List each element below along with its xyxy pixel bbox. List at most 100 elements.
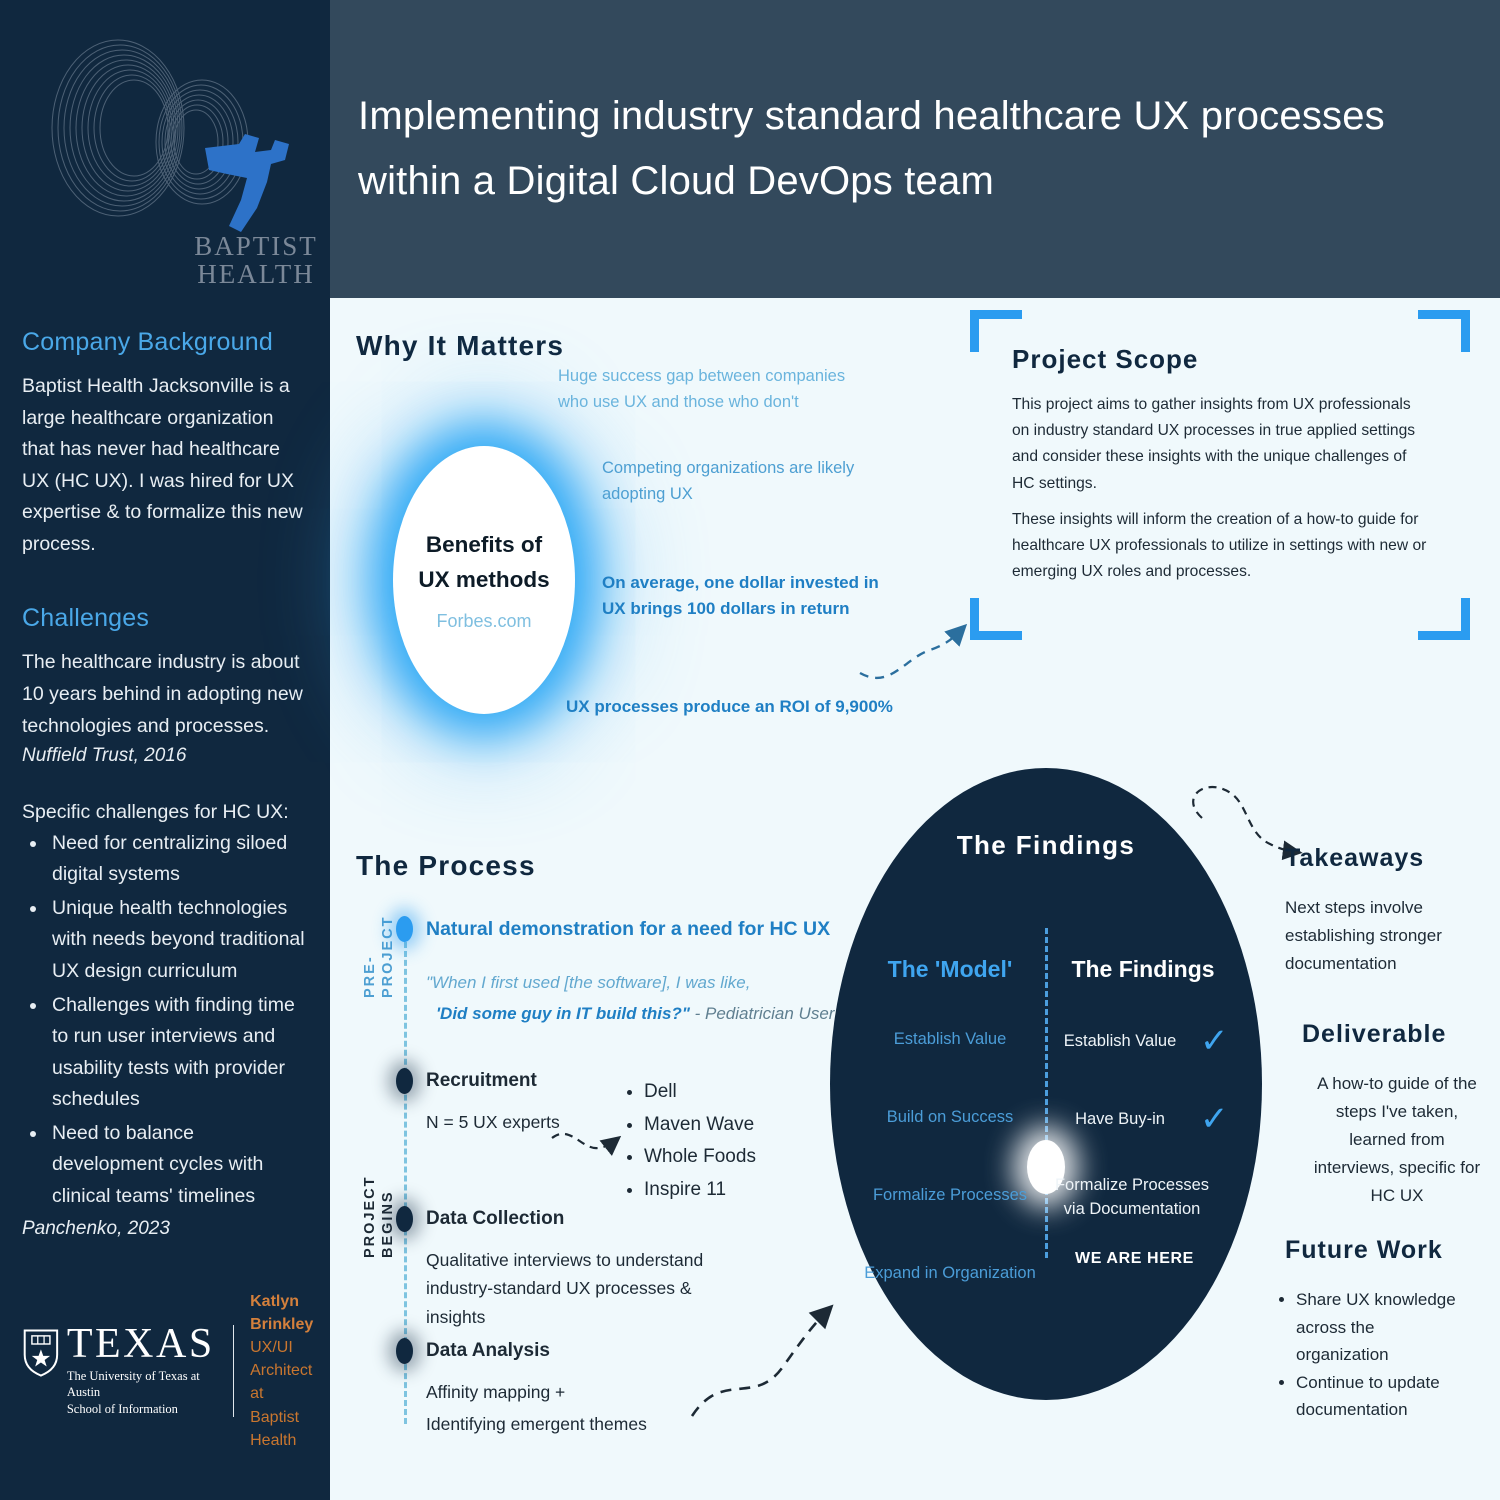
list-item: Dell — [644, 1076, 756, 1109]
finding-item-1: Establish Value — [1063, 1032, 1177, 1050]
ut-shield-icon — [23, 1329, 59, 1377]
poster-header: Implementing industry standard healthcar… — [330, 0, 1500, 298]
ut-sub-line1: The University of Texas at Austin — [66, 1368, 200, 1400]
corner-bracket-top-left — [970, 310, 1022, 352]
findings-glow-marker — [1027, 1140, 1065, 1194]
phase-label-project-begins-b: BEGINS — [380, 1190, 396, 1258]
quote-attribution: - Pediatrician User — [694, 1003, 835, 1023]
author-role-line1: UX/UI Architect at — [250, 1339, 313, 1403]
author-name: Katlyn Brinkley — [250, 1292, 314, 1333]
check-icon-2: ✓ — [1200, 1100, 1229, 1138]
sidebar-text-challenges: The healthcare industry is about 10 year… — [22, 651, 303, 737]
logo-wordmark: BAPTIST HEALTH — [192, 232, 320, 289]
quote-line-1: "When I first used [the software], I was… — [426, 973, 751, 992]
list-item: Challenges with finding time to run user… — [48, 990, 308, 1116]
project-scope-paragraph-2: These insights will inform the creation … — [1012, 511, 1427, 581]
we-are-here-label: WE ARE HERE — [1075, 1250, 1194, 1267]
benefits-ellipse-source: Forbes.com — [436, 610, 532, 631]
takeaways-body: Next steps involve establishing stronger… — [1285, 898, 1442, 974]
author-role-line2: Baptist Health — [250, 1408, 300, 1449]
check-icon-1: ✓ — [1200, 1022, 1229, 1060]
process-timeline-line — [404, 924, 407, 1424]
why-statement-1: Huge success gap between companies who u… — [558, 367, 846, 411]
ut-wordmark: TEXAS The University of Texas at Austin … — [66, 1320, 219, 1417]
arrow-recruitment-to-companies — [551, 1132, 622, 1156]
sidebar-heading-company-background: Company Background — [22, 328, 273, 356]
process-step-4-title: Data Analysis — [426, 1340, 550, 1361]
future-work-list: Share UX knowledge across the organizati… — [1278, 1286, 1470, 1424]
project-scope-heading: Project Scope — [1012, 344, 1199, 374]
project-scope-card: Project Scope This project aims to gathe… — [970, 310, 1470, 640]
sidebar: BAPTIST HEALTH Company Background Baptis… — [0, 0, 330, 1500]
deliverable-heading: Deliverable — [1302, 1020, 1447, 1048]
sidebar-challenges-lead: Specific challenges for HC UX: — [22, 800, 289, 823]
finding-item-2: Have Buy-in — [1075, 1110, 1165, 1128]
takeaways-heading: Takeaways — [1285, 844, 1425, 872]
model-item-4: Expand in Organization — [864, 1264, 1036, 1282]
why-statement-4: UX processes produce an ROI of 9,900% — [566, 697, 893, 716]
model-item-2: Build on Success — [886, 1108, 1014, 1126]
corner-bracket-bottom-right — [1418, 598, 1470, 640]
phase-label-project-begins-a: PROJECT — [362, 1175, 378, 1259]
sidebar-challenges-list: Need for centralizing siloed digital sys… — [48, 828, 308, 1213]
sidebar-citation-nuffield: Nuffield Trust, 2016 — [22, 745, 187, 767]
future-work-heading: Future Work — [1285, 1236, 1443, 1264]
ut-name: TEXAS — [66, 1320, 215, 1367]
process-step-3-title: Data Collection — [426, 1208, 565, 1229]
model-item-1: Establish Value — [893, 1030, 1007, 1048]
findings-column-findings-heading: The Findings — [1071, 956, 1215, 982]
phase-label-project: PROJECT — [380, 915, 396, 999]
deliverable-body: A how-to guide of the steps I've taken, … — [1313, 1074, 1481, 1206]
findings-ellipse: The Findings The 'Model' The Findings Es… — [830, 768, 1262, 1400]
ut-sub-line2: School of Information — [66, 1401, 178, 1416]
process-step-3-body: Qualitative interviews to understand ind… — [426, 1250, 704, 1327]
arrow-why-to-scope — [859, 623, 968, 680]
main-content: Why It Matters Benefits of UX methods Fo… — [330, 298, 1500, 1500]
list-item: Share UX knowledge across the organizati… — [1296, 1286, 1470, 1369]
sidebar-citation-panchenko: Panchenko, 2023 — [22, 1217, 170, 1239]
timeline-dot-3 — [396, 1206, 413, 1232]
finding-item-3: Formalize Processes via Documentation — [1054, 1176, 1210, 1218]
process-step-4-body-line1: Affinity mapping + — [426, 1382, 566, 1402]
why-statement-2: Competing organizations are likely adopt… — [602, 459, 855, 503]
author-credit: Katlyn Brinkley UX/UI Architect at Bapti… — [250, 1290, 330, 1452]
process-step-2-title: Recruitment — [426, 1070, 537, 1091]
ut-austin-logo: TEXAS The University of Texas at Austin … — [22, 1320, 219, 1417]
project-scope-paragraph-1: This project aims to gather insights fro… — [1012, 396, 1416, 492]
list-item: Inspire 11 — [644, 1174, 756, 1207]
list-item: Unique health technologies with needs be… — [48, 893, 308, 988]
list-item: Whole Foods — [644, 1141, 756, 1174]
timeline-dot-2 — [396, 1068, 413, 1094]
sidebar-footer: TEXAS The University of Texas at Austin … — [22, 1290, 330, 1452]
corner-bracket-top-right — [1418, 310, 1470, 352]
benefits-ellipse-line2: UX methods — [418, 567, 550, 592]
benefits-ellipse-line1: Benefits of — [425, 532, 543, 558]
list-item: Need for centralizing siloed digital sys… — [48, 828, 308, 891]
model-item-3: Formalize Processes — [872, 1186, 1028, 1204]
phase-label-pre: PRE- — [362, 955, 378, 998]
sidebar-text-company-background: Baptist Health Jacksonville is a large h… — [22, 375, 303, 555]
findings-heading: The Findings — [956, 830, 1136, 860]
process-step-1-title: Natural demonstration for a need for HC … — [426, 918, 831, 940]
findings-column-model-heading: The 'Model' — [887, 956, 1013, 982]
quote-line-2: 'Did some guy in IT build this?" — [436, 1003, 690, 1023]
sidebar-heading-challenges: Challenges — [22, 604, 150, 633]
corner-bracket-bottom-left — [970, 598, 1022, 640]
florida-shape-icon — [205, 134, 289, 232]
page-title: Implementing industry standard healthcar… — [358, 94, 1385, 203]
list-item: Maven Wave — [644, 1109, 756, 1142]
section-heading-why-it-matters: Why It Matters — [356, 330, 565, 361]
process-step-1-quote: "When I first used [the software], I was… — [426, 968, 896, 1029]
footer-divider — [232, 1324, 235, 1417]
baptist-health-logo: BAPTIST HEALTH — [22, 0, 316, 300]
timeline-dot-4 — [396, 1338, 413, 1364]
section-heading-the-process: The Process — [356, 850, 536, 881]
findings-divider — [1045, 928, 1048, 1258]
benefits-ellipse: Benefits of UX methods Forbes.com — [393, 446, 575, 714]
company-list: Dell Maven Wave Whole Foods Inspire 11 — [626, 1076, 756, 1207]
process-step-2-body: N = 5 UX experts — [426, 1112, 560, 1132]
logo-brand-line2: HEALTH — [197, 259, 315, 290]
logo-brand-line1: BAPTIST — [194, 231, 318, 261]
process-step-4-body-line2: Identifying emergent themes — [426, 1414, 647, 1434]
